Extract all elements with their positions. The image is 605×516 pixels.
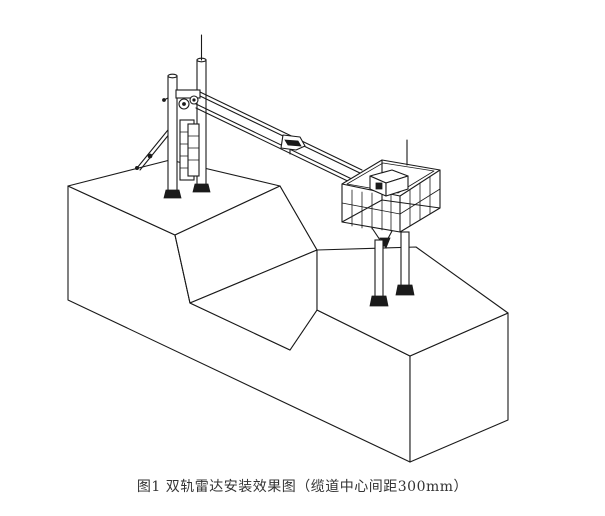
left-pole-base xyxy=(163,189,182,199)
rail-lower-2 xyxy=(195,107,359,187)
guy-wire xyxy=(136,124,173,169)
cage-leg-left xyxy=(374,239,384,301)
pulley-bracket xyxy=(162,89,201,110)
counterweight-stack xyxy=(179,119,200,181)
dual-rail-cableway xyxy=(195,91,363,187)
rail-upper-2 xyxy=(199,95,363,175)
terrain-right-top xyxy=(316,246,509,357)
cage-leg-right xyxy=(400,231,410,289)
rail-lower xyxy=(195,103,359,183)
left-mast-assembly xyxy=(134,34,211,199)
right-cage-platform xyxy=(341,139,441,307)
installation-diagram xyxy=(67,34,509,463)
right-pole-base xyxy=(192,183,211,193)
terrain-block xyxy=(67,159,509,463)
figure-caption: 图1 双轨雷达安装效果图（缆道中心间距300mm） xyxy=(136,479,469,495)
rail-upper xyxy=(199,91,363,171)
radar-unit xyxy=(369,169,409,197)
radar-trolley xyxy=(280,134,306,155)
